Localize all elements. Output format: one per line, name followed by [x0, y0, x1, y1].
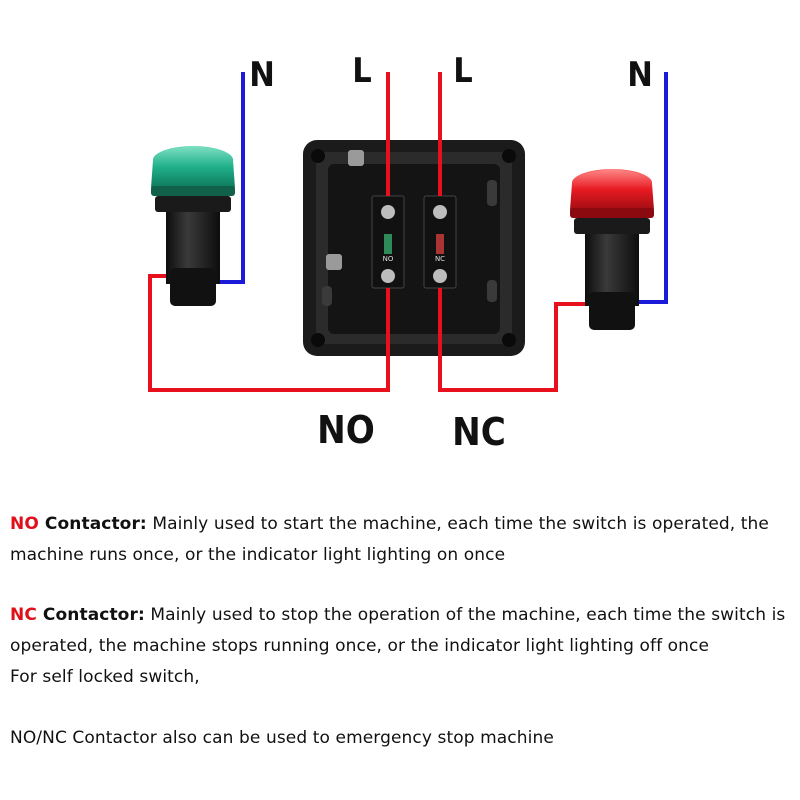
neutral-wire-left — [214, 72, 245, 284]
label-l-left: L — [352, 51, 372, 91]
corner-hole-tr — [502, 149, 516, 163]
terminal-screw — [433, 269, 447, 283]
ground-screw — [348, 150, 364, 166]
label-nc: NC — [452, 410, 506, 454]
junction-box — [303, 140, 525, 356]
terminal-screw — [381, 205, 395, 219]
emergency-note: NO/NC Contactor also can be used to emer… — [10, 723, 795, 754]
terminal-screw — [381, 269, 395, 283]
no-contactor-description: NO Contactor: Mainly used to start the m… — [10, 509, 795, 571]
side-screw — [326, 254, 342, 270]
contact-block-no: NO — [371, 195, 405, 289]
label-n-right: N — [627, 55, 653, 95]
no-tag: NO — [10, 514, 39, 534]
wiring-diagram: NO NC N L — [148, 51, 668, 454]
label-n-left: N — [249, 55, 275, 95]
nc-contactor-description: NC Contactor: Mainly used to stop the op… — [10, 600, 795, 693]
no-title: Contactor: — [38, 514, 147, 534]
nc-title: Contactor: — [36, 605, 145, 625]
terminal-screw — [433, 205, 447, 219]
contact-mark-nc: NC — [435, 255, 445, 263]
self-locked-note: For self locked switch, — [10, 667, 200, 687]
no-output-wire — [148, 274, 390, 392]
contact-block-nc: NC — [423, 195, 457, 289]
green-indicator-lamp — [151, 146, 235, 306]
corner-hole-tl — [311, 149, 325, 163]
wires — [148, 72, 668, 392]
red-indicator-lamp — [570, 169, 654, 330]
label-l-right: L — [453, 51, 473, 91]
nc-output-wire — [438, 288, 596, 392]
nc-tag: NC — [10, 605, 37, 625]
emergency-text: NO/NC Contactor also can be used to emer… — [10, 728, 554, 748]
label-no: NO — [317, 408, 375, 452]
nc-body: Mainly used to stop the operation of the… — [10, 605, 786, 656]
no-body: Mainly used to start the machine, each t… — [10, 514, 769, 565]
corner-hole-br — [502, 333, 516, 347]
corner-hole-bl — [311, 333, 325, 347]
contact-mark-no: NO — [383, 255, 394, 263]
neutral-wire-right — [630, 72, 668, 304]
